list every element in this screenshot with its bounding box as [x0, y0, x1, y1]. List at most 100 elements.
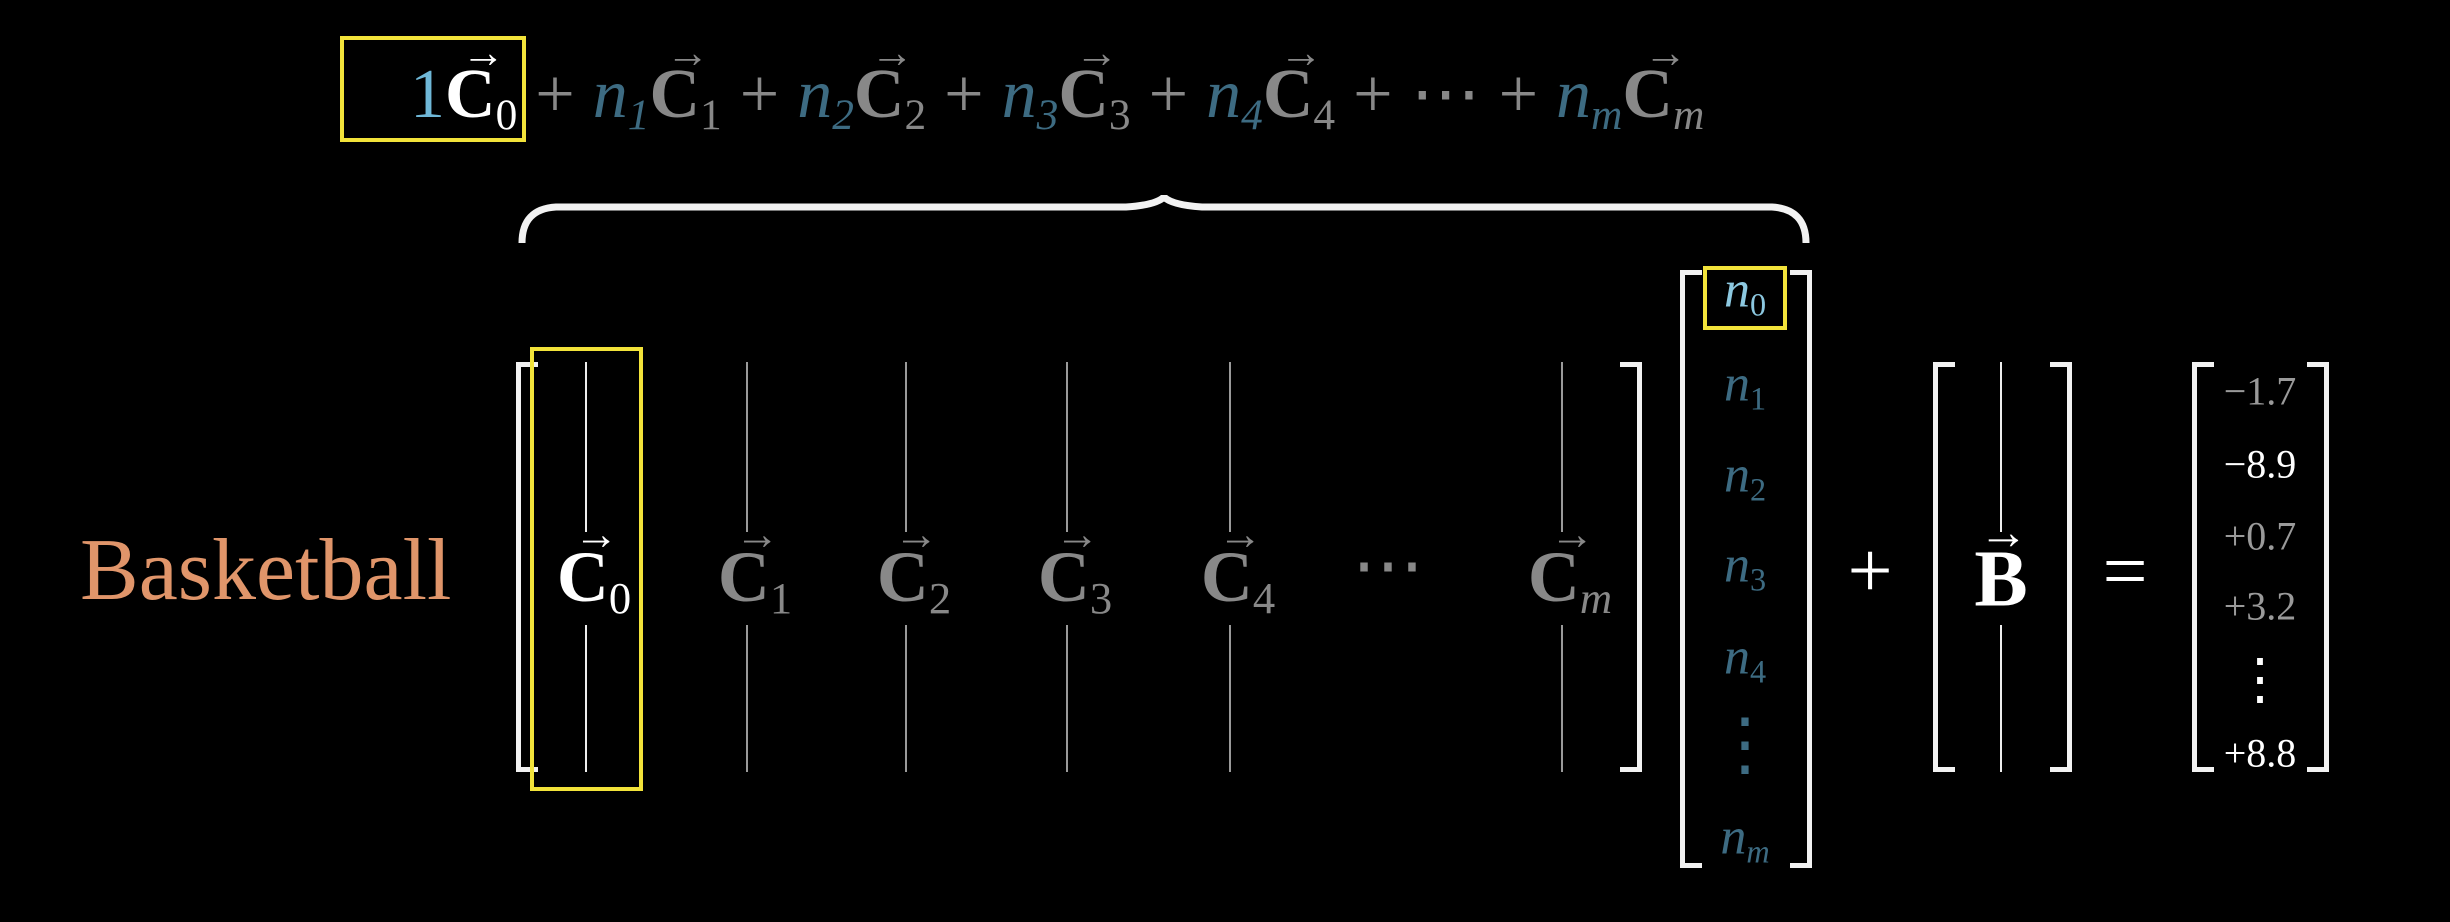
- vector-symbol: →C0: [556, 509, 632, 624]
- plus-sign: +: [1353, 56, 1393, 133]
- plus-sign: +: [1847, 527, 1893, 616]
- coef-entry: n3: [1723, 536, 1767, 598]
- column-label: →C1: [718, 509, 793, 624]
- vector-symbol: →C2: [853, 29, 926, 140]
- column-line-bottom: [1066, 625, 1068, 772]
- coef-subscript: 4: [1749, 653, 1767, 690]
- column-label: →C2: [876, 509, 952, 624]
- bias-vector: →B: [1974, 505, 2028, 626]
- vector-subscript: 0: [495, 91, 518, 140]
- result-value: +8.8: [2223, 730, 2297, 776]
- vector-symbol: →C1: [649, 29, 722, 140]
- result-value: +3.2: [2223, 583, 2297, 629]
- vector-symbol: →C3: [1058, 29, 1130, 140]
- coefficient-subscript: 2: [832, 91, 854, 140]
- column-label: →C3: [1038, 509, 1113, 624]
- vector-symbol: →C4: [1200, 509, 1276, 624]
- plus-sign: +: [944, 56, 984, 133]
- vector-letter: C: [556, 536, 609, 617]
- vector-arrow-icon: →: [734, 509, 780, 560]
- vector-symbol: →C3: [1038, 509, 1113, 624]
- matrix-right-bracket: [1620, 362, 1642, 772]
- column-line-bottom: [746, 625, 748, 772]
- coefficient-subscript: 4: [1241, 91, 1263, 140]
- coef-subscript: 0: [1749, 286, 1767, 323]
- vector-subscript: 4: [1252, 573, 1276, 624]
- coef-entry: n0: [1723, 261, 1767, 323]
- column-line-bottom: [905, 625, 907, 772]
- coef-entry: n1: [1723, 355, 1767, 417]
- coef-entry: nm: [1720, 808, 1770, 870]
- coef-vdots: ⋮: [1710, 706, 1780, 784]
- weighted-sum-equation: 1→C0+n1→C1+n2→C2+n3→C3+n4→C4+⋯+nm→Cm: [390, 29, 1705, 152]
- vector-subscript: 1: [769, 573, 793, 624]
- highlight-box-n0: [1703, 266, 1787, 330]
- coef-vector-left-bracket: [1680, 270, 1702, 868]
- coefficient-subscript: m: [1591, 91, 1623, 140]
- vector-letter: C: [876, 536, 929, 617]
- vector-arrow-icon: →: [573, 509, 619, 560]
- coefficient: n4: [1206, 56, 1263, 140]
- row-label: Basketball: [80, 522, 452, 619]
- result-left-bracket: [2192, 362, 2214, 772]
- vector-letter: C: [853, 56, 905, 133]
- coefficient: 1: [410, 56, 445, 133]
- vector-symbol: →Cm: [1622, 29, 1705, 140]
- vector-arrow-icon: →: [1054, 509, 1100, 560]
- vector-arrow-icon: →: [1074, 29, 1119, 78]
- vector-symbol: →C2: [876, 509, 952, 624]
- vector-letter: C: [1527, 536, 1580, 617]
- vector-letter: C: [1262, 56, 1314, 133]
- vector-symbol: →C4: [1262, 29, 1335, 140]
- vector-subscript: m: [1672, 91, 1705, 140]
- column-label: →C0: [556, 509, 632, 624]
- column-line-bottom: [1229, 625, 1231, 772]
- column-line-bottom: [585, 625, 587, 772]
- vector-arrow-icon: →: [1217, 509, 1263, 560]
- equation-term: n4→C4: [1206, 29, 1335, 140]
- vector-arrow-icon: →: [1978, 504, 2029, 560]
- vector-letter: C: [445, 56, 496, 133]
- vector-arrow-icon: →: [1643, 29, 1688, 78]
- column-line-top: [746, 362, 748, 532]
- coefficient: n1: [592, 56, 650, 140]
- coef-vector-right-bracket: [1790, 270, 1812, 868]
- bias-line-top: [2000, 362, 2002, 532]
- vector-subscript: m: [1579, 573, 1613, 624]
- result-value: −1.7: [2223, 368, 2297, 414]
- vector-letter: C: [1058, 56, 1109, 133]
- ellipsis: ⋯: [1410, 56, 1481, 133]
- column-line-top: [1229, 362, 1231, 532]
- matrix-left-bracket: [516, 362, 538, 772]
- coef-entry: n2: [1723, 446, 1767, 508]
- plus-sign: +: [535, 56, 575, 133]
- vector-letter: C: [649, 56, 701, 133]
- vector-letter: C: [1622, 56, 1673, 133]
- column-line-top: [1066, 362, 1068, 532]
- bias-right-bracket: [2050, 362, 2072, 772]
- coefficient: n2: [797, 56, 854, 140]
- vector-subscript: 0: [608, 573, 632, 624]
- coefficient: nm: [1556, 56, 1623, 140]
- coefficient-subscript: 1: [627, 91, 650, 140]
- column-line-bottom: [1561, 625, 1563, 772]
- equation-term: n1→C1: [592, 29, 722, 140]
- equation-term: n3→C3: [1002, 29, 1131, 140]
- vector-subscript: 1: [700, 91, 722, 140]
- vector-arrow-icon: →: [893, 509, 939, 560]
- coefficient-subscript: 3: [1036, 91, 1059, 140]
- bias-left-bracket: [1933, 362, 1955, 772]
- equals-sign: =: [2102, 527, 2148, 616]
- column-line-top: [905, 362, 907, 532]
- coef-subscript: 2: [1749, 471, 1767, 508]
- vector-subscript: 2: [928, 573, 952, 624]
- vector-letter: C: [1200, 536, 1253, 617]
- vector-arrow-icon: →: [1549, 509, 1595, 560]
- vector-arrow-icon: →: [1279, 29, 1323, 78]
- column-label: →C4: [1200, 509, 1276, 624]
- coef-subscript: m: [1746, 833, 1770, 870]
- vector-subscript: 3: [1089, 573, 1113, 624]
- vector-arrow-icon: →: [870, 29, 914, 78]
- coef-subscript: 1: [1749, 380, 1767, 417]
- highlight-box-first-column: [530, 347, 643, 791]
